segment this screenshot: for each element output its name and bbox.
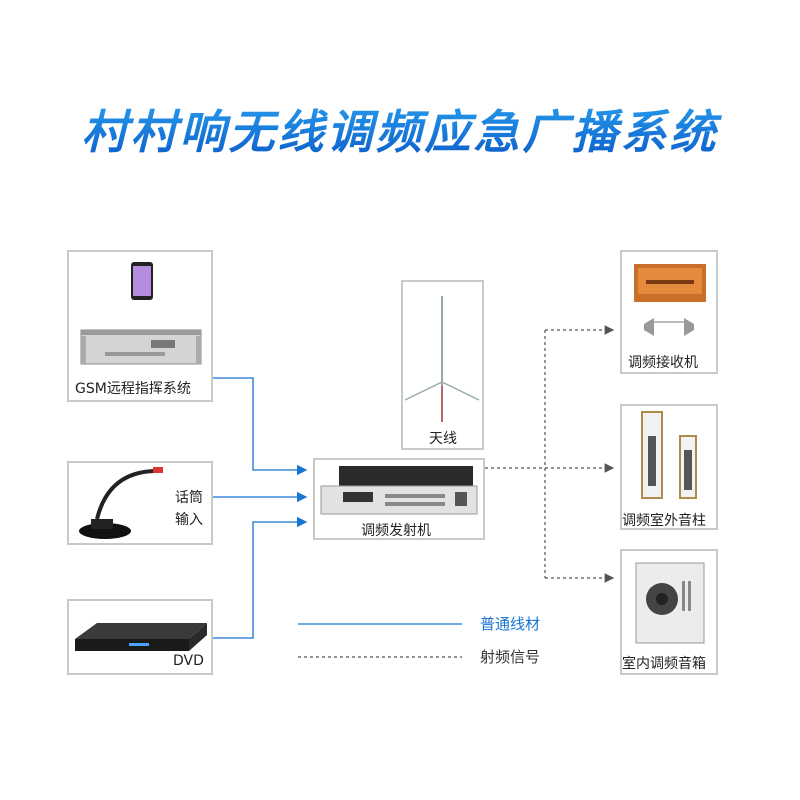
gsm-label: GSM远程指挥系统 (75, 381, 191, 397)
page-title: 村村响无线调频应急广播系统 (0, 96, 800, 162)
microphone-icon (79, 467, 163, 539)
gsm-device-icon (80, 262, 202, 365)
mic-box: 话筒 输入 (67, 461, 213, 545)
legend-rf-label: 射频信号 (480, 648, 541, 666)
receiver-label: 调频接收机 (628, 355, 698, 371)
wire-dvd (213, 516, 308, 639)
wire-gsm (213, 377, 308, 476)
legend-wire-label: 普通线材 (480, 615, 541, 633)
dvd-label: DVD (173, 653, 204, 669)
fm-receiver-icon (634, 264, 706, 336)
wall-speaker-icon (635, 562, 705, 644)
transmitter-label: 调频发射机 (361, 523, 431, 539)
indoor-speaker-box: 室内调频音箱 (620, 549, 718, 675)
dvd-player-icon (75, 623, 207, 651)
receiver-box: 调频接收机 (620, 250, 718, 374)
antenna-label: 天线 (429, 431, 457, 447)
column-speaker-icon (641, 411, 697, 499)
mic-label-2: 输入 (175, 512, 203, 528)
transmitter-device-icon (320, 466, 478, 515)
antenna-box: 天线 (401, 280, 484, 450)
mic-label-1: 话筒 (175, 490, 203, 506)
dvd-box: DVD (67, 599, 213, 675)
antenna-icon (404, 296, 480, 422)
outdoor-speaker-box: 调频室外音柱 (620, 404, 718, 530)
indoor-speaker-label: 室内调频音箱 (622, 656, 706, 672)
outdoor-speaker-label: 调频室外音柱 (622, 513, 706, 529)
gsm-box: GSM远程指挥系统 (67, 250, 213, 402)
transmitter-box: 调频发射机 (313, 458, 485, 540)
